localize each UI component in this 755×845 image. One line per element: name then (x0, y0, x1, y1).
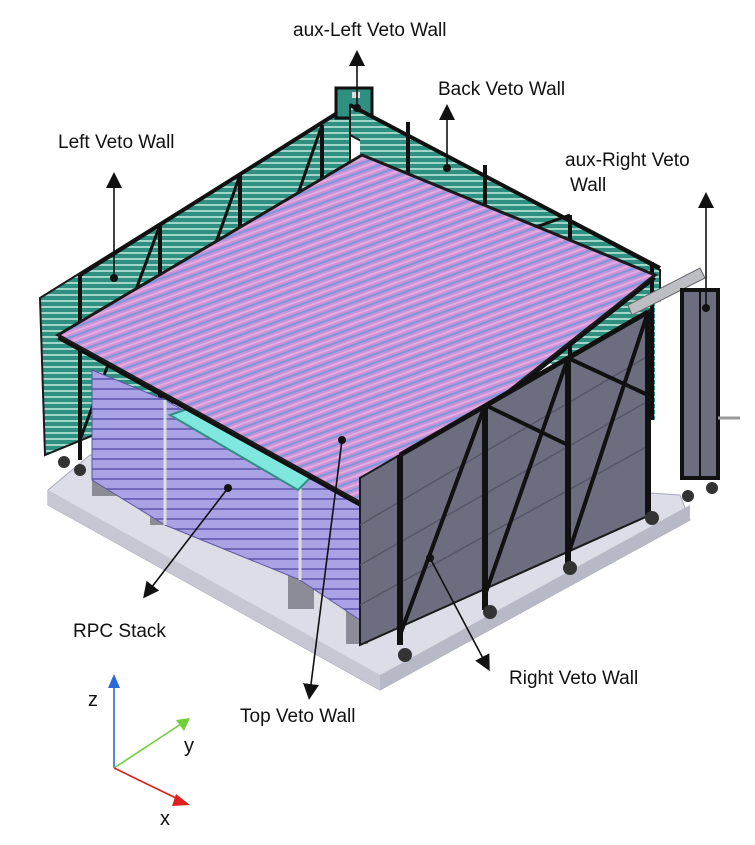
coordinate-axes: z y x (88, 674, 194, 830)
z-axis-label: z (88, 689, 98, 711)
aux-right-veto-wall (627, 267, 740, 502)
y-axis-label: y (184, 735, 194, 757)
label-right-veto-wall: Right Veto Wall (509, 668, 638, 689)
rpc-stack (91, 369, 361, 621)
label-top-veto-wall: Top Veto Wall (240, 706, 355, 727)
x-axis (113, 767, 181, 801)
label-pointers (106, 50, 714, 700)
label-aux-right-veto-wall-line2: Wall (570, 175, 606, 196)
y-axis (113, 723, 182, 769)
x-axis-label: x (160, 808, 170, 830)
label-aux-right-veto-wall-line1: aux-Right Veto (565, 150, 690, 171)
label-aux-left-veto-wall: aux-Left Veto Wall (293, 20, 446, 41)
callout-labels: aux-Left Veto Wall Back Veto Wall Left V… (58, 20, 690, 727)
label-rpc-stack: RPC Stack (73, 621, 166, 642)
label-back-veto-wall: Back Veto Wall (438, 79, 565, 100)
label-left-veto-wall: Left Veto Wall (58, 132, 175, 153)
